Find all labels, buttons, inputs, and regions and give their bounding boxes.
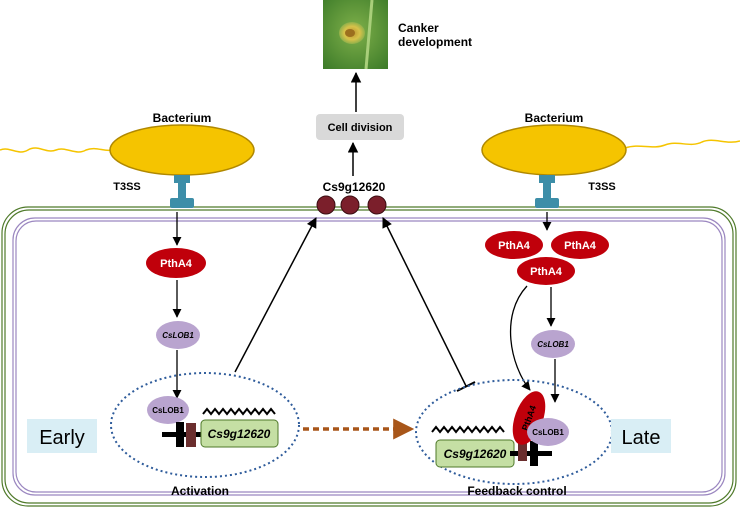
late-stage-label: Late: [622, 427, 661, 449]
right-gene-label: Cs9g12620: [444, 447, 507, 461]
arrow-left-nucleus-to-membrane: [234, 217, 317, 373]
right-dna: [510, 436, 552, 466]
cs-gene-top-label: Cs9g12620: [323, 180, 386, 194]
left-gene-box: [200, 419, 279, 448]
left-bacterium-label: Bacterium: [153, 111, 212, 125]
left-bound-regulator: [147, 396, 189, 424]
left-t3ss: [170, 175, 194, 208]
right-effector-2-label: PthA4: [564, 240, 597, 252]
cell-division-label: Cell division: [328, 122, 393, 134]
right-bound-regulator: [527, 418, 569, 446]
right-regulator: [531, 330, 575, 358]
right-t3ss: [535, 175, 559, 208]
right-effector-3: [517, 257, 575, 285]
early-stage-label: Early: [39, 427, 85, 449]
right-flagellum: [624, 139, 740, 149]
left-bacterium-body: [109, 124, 255, 176]
left-caption: Activation: [171, 484, 229, 498]
left-bound-regulator-label: CsLOB1: [152, 406, 184, 415]
left-nucleus: [110, 372, 300, 478]
membrane-protein-dot: [367, 195, 387, 215]
right-bacterium-body: [481, 124, 627, 176]
right-effector-2: [551, 231, 609, 259]
right-bound-regulator-label: CsLOB1: [532, 428, 564, 437]
membrane-protein-dot: [340, 195, 360, 215]
left-effector-label: PthA4: [160, 258, 193, 270]
late-stage-box: [611, 419, 671, 453]
inhibition-line-feedback: [382, 217, 467, 387]
canker-label-line1: Canker: [398, 21, 439, 35]
right-effector-1-label: PthA4: [498, 240, 531, 252]
right-regulator-label: CsLOB1: [537, 340, 569, 349]
right-t3ss-label: T3SS: [588, 181, 616, 193]
left-gene-label: Cs9g12620: [208, 427, 271, 441]
arrow-right-effector-to-nucleus: [509, 285, 531, 391]
left-regulator-label: CsLOB1: [162, 331, 194, 340]
cell-membrane: [1, 206, 737, 507]
left-mrna: [202, 407, 276, 416]
right-mrna: [431, 425, 505, 434]
canker-leaf-image: [323, 0, 388, 70]
membrane-protein-dot: [316, 195, 336, 215]
left-flagellum: [0, 147, 113, 153]
left-dna: [162, 422, 206, 447]
right-effector-3-label: PthA4: [530, 266, 563, 278]
right-bacterium-label: Bacterium: [525, 111, 584, 125]
canker-label-line2: development: [398, 35, 472, 49]
left-regulator: [156, 321, 200, 349]
right-effector-1: [485, 231, 543, 259]
left-effector: [146, 248, 206, 278]
early-stage-box: [27, 419, 97, 453]
cell-division-box: [316, 114, 404, 140]
left-t3ss-label: T3SS: [113, 181, 141, 193]
right-caption: Feedback control: [467, 484, 566, 498]
